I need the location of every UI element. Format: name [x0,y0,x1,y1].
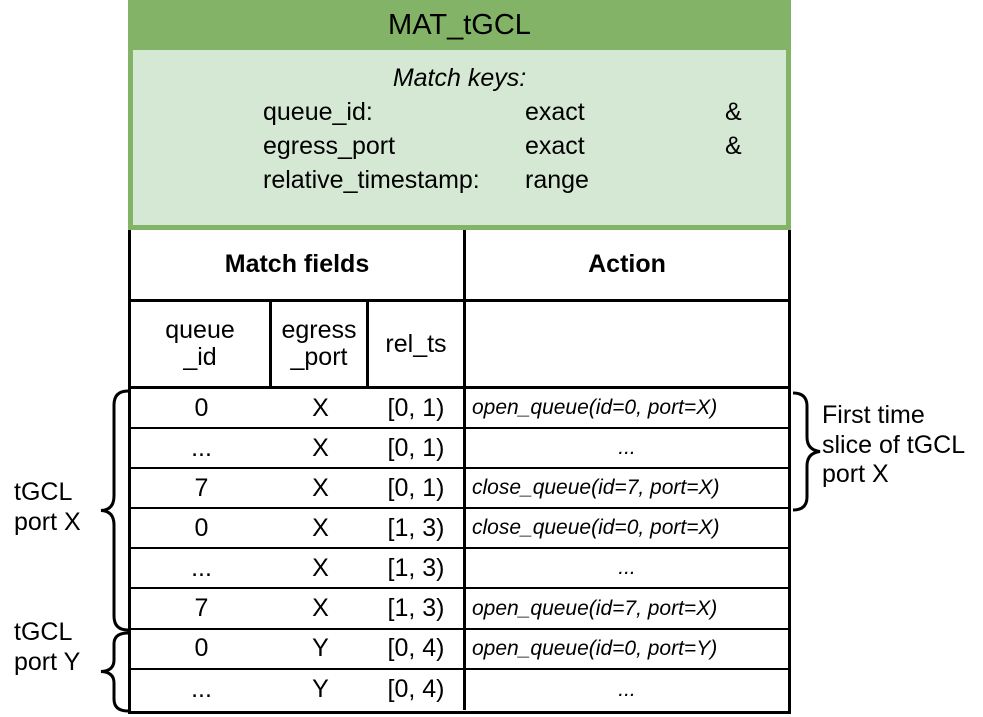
cell-egress-port: X [312,393,329,422]
cell-rel-ts: [0, 4) [369,629,466,668]
match-keys-panel: Match keys: queue_id: exact & egress_por… [133,50,786,225]
cell-queue-id: ... [191,553,212,582]
cell-action: close_queue(id=0, port=X) [472,516,720,540]
match-key-name: egress_port [263,132,396,160]
header-queue-id: queue _id [131,302,272,386]
header-action: Action [588,250,666,278]
header-egress-port-line2: _port [290,343,348,371]
cell-action: open_queue(id=0, port=Y) [472,636,718,660]
cell-egress-port: X [312,553,329,582]
table-header-top-row: Match fields Action [131,230,788,302]
header-egress-port-line1: egress [281,316,357,344]
annotation-tgcl-port-x: tGCL port X [14,478,81,537]
match-key-name: relative_timestamp: [263,166,480,194]
table-row: ... X [0, 1)... [131,429,788,470]
cell-queue-id: ... [191,433,212,462]
cell-queue-id: 0 [194,634,209,663]
brace-first-time-slice [792,391,821,512]
mat-header-box: MAT_tGCL Match keys: queue_id: exact & e… [128,0,791,230]
cell-queue-id: 0 [194,513,209,542]
cell-rel-ts: [1, 3) [369,549,466,588]
match-key-row: relative_timestamp: range [133,166,786,195]
table-header-sub-row: queue _id egress _port rel_ts [131,302,788,389]
match-key-row: egress_port exact & [133,132,786,161]
cell-rel-ts: [0, 1) [369,389,466,428]
cell-action: close_queue(id=7, port=X) [472,476,720,500]
cell-action: open_queue(id=7, port=X) [472,596,718,620]
match-key-name: queue_id: [263,98,373,126]
cell-queue-id: 7 [194,594,209,623]
header-match-fields: Match fields [131,230,466,299]
cell-egress-port: Y [312,675,329,704]
header-queue-id-line1: queue [165,316,235,344]
annotation-first-time-slice-line2: slice of tGCL [822,430,966,459]
annotation-tgcl-port-x-line2: port X [14,507,81,536]
cell-egress-port: X [312,594,329,623]
header-action-empty [466,302,788,386]
annotation-first-time-slice-line1: First time [822,401,925,429]
cell-egress-port: X [312,513,329,542]
match-keys-title: Match keys: [392,64,527,92]
match-key-type: range [525,166,589,194]
annotation-tgcl-port-x-line1: tGCL [14,478,73,506]
cell-egress-port: Y [312,634,329,663]
table-row: 0 Y [0, 4)open_queue(id=0, port=Y) [131,629,788,670]
cell-egress-port: X [312,473,329,502]
table-row: ... Y [0, 4)... [131,669,788,710]
table-row: 7 X [1, 3)open_queue(id=7, port=X) [131,589,788,630]
cell-rel-ts: [0, 1) [369,469,466,508]
brace-tgcl-port-y [100,631,129,713]
match-key-conjunction: & [725,132,742,160]
cell-queue-id: 0 [194,393,209,422]
brace-tgcl-port-x [100,389,129,632]
cell-action: ... [618,436,636,460]
mat-entries-table: Match fields Action queue _id egress _po… [128,230,791,714]
match-key-type: exact [525,98,585,126]
cell-rel-ts: [1, 3) [369,589,466,628]
annotation-tgcl-port-y: tGCL port Y [14,618,80,677]
mat-table-title: MAT_tGCL [388,9,531,41]
header-egress-port: egress _port [272,302,369,386]
cell-rel-ts: [0, 1) [369,429,466,468]
header-rel-ts: rel_ts [369,302,466,386]
annotation-first-time-slice: First time slice of tGCL port X [822,401,965,490]
cell-queue-id: ... [191,675,212,704]
table-row: 0 X [0, 1)open_queue(id=0, port=X) [131,389,788,430]
header-queue-id-line2: _id [183,343,217,371]
match-key-conjunction: & [725,98,742,126]
table-row: 0 X [1, 3)close_queue(id=0, port=X) [131,509,788,550]
cell-rel-ts: [1, 3) [369,509,466,548]
cell-queue-id: 7 [194,473,209,502]
table-row: 7 X [0, 1)close_queue(id=7, port=X) [131,469,788,510]
cell-action: ... [618,677,636,701]
match-key-row: queue_id: exact & [133,98,786,127]
match-key-type: exact [525,132,585,160]
table-row: ... X [1, 3)... [131,549,788,590]
cell-action: open_queue(id=0, port=X) [472,396,718,420]
cell-rel-ts: [0, 4) [369,669,466,710]
annotation-tgcl-port-y-line2: port Y [14,647,81,676]
cell-action: ... [618,556,636,580]
cell-egress-port: X [312,433,329,462]
annotation-first-time-slice-line3: port X [822,460,889,488]
annotation-tgcl-port-y-line1: tGCL [14,618,73,646]
